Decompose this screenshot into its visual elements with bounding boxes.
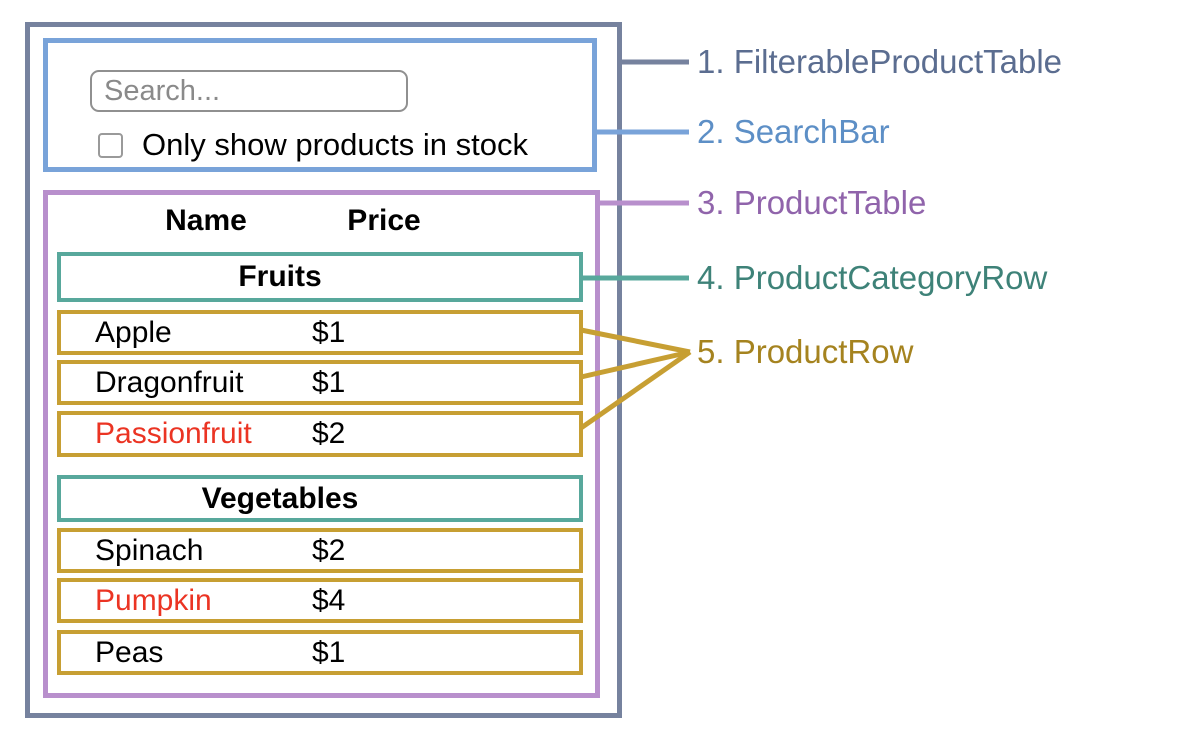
product-price: $2 <box>312 417 346 450</box>
legend-product-table: 3. ProductTable <box>697 184 927 221</box>
product-price: $1 <box>312 635 346 669</box>
product-category-row-fruits: Fruits <box>57 252 583 302</box>
column-header-name: Name <box>165 204 247 237</box>
product-price: $1 <box>312 365 346 399</box>
product-row-dragonfruit: Dragonfruit $1 <box>57 360 583 405</box>
search-bar-box: Only show products in stock <box>43 38 597 172</box>
legend-product-category-row: 4. ProductCategoryRow <box>697 259 1048 296</box>
product-row-spinach: Spinach $2 <box>57 528 583 573</box>
product-price: $2 <box>312 533 346 567</box>
product-name: Pumpkin <box>95 583 212 617</box>
product-name: Peas <box>95 635 164 669</box>
product-name: Dragonfruit <box>95 365 244 399</box>
in-stock-checkbox-row: Only show products in stock <box>98 127 528 163</box>
legend-filterable-product-table: 1. FilterableProductTable <box>697 43 1063 80</box>
legend-search-bar: 2. SearchBar <box>697 113 890 150</box>
in-stock-checkbox[interactable] <box>98 132 123 158</box>
product-name: Apple <box>95 315 172 349</box>
product-table-box: Name Price Fruits Apple $1 Dragonfruit $… <box>43 190 600 698</box>
product-row-apple: Apple $1 <box>57 310 583 355</box>
product-category-row-vegetables: Vegetables <box>57 475 583 522</box>
product-price: $4 <box>312 583 346 617</box>
product-row-passionfruit: Passionfruit $2 <box>57 411 583 457</box>
filterable-product-table-box: Only show products in stock Name Price F… <box>25 22 622 718</box>
search-input[interactable] <box>90 70 408 112</box>
product-name: Spinach <box>95 533 204 567</box>
product-name: Passionfruit <box>95 417 252 450</box>
category-label: Fruits <box>238 260 322 293</box>
column-header-price: Price <box>347 204 421 237</box>
product-price: $1 <box>312 315 346 349</box>
product-row-pumpkin: Pumpkin $4 <box>57 578 583 623</box>
legend-product-row: 5. ProductRow <box>697 333 914 370</box>
product-row-peas: Peas $1 <box>57 630 583 675</box>
in-stock-checkbox-label: Only show products in stock <box>142 127 528 162</box>
category-label: Vegetables <box>201 481 359 515</box>
